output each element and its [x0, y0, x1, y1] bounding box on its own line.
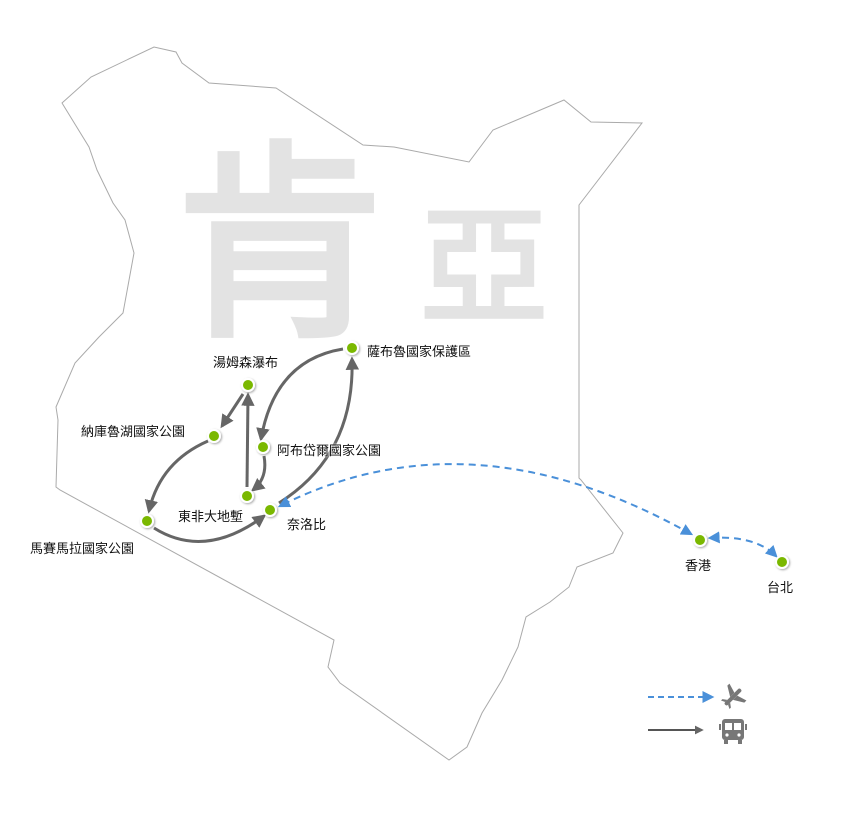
flight-hongkong-nairobi [277, 463, 694, 536]
label-lake-nakuru: 納庫魯湖國家公園 [81, 425, 186, 440]
route-masaimara-to-nairobi [153, 514, 267, 543]
dot-samburu[interactable] [345, 341, 359, 355]
legend [648, 683, 747, 744]
route-nakuru-to-masaimara [144, 439, 209, 514]
label-masai-mara: 馬賽馬拉國家公園 [30, 542, 135, 557]
dot-aberdare[interactable] [256, 440, 270, 454]
label-taipei: 台北 [767, 581, 794, 596]
route-samburu-to-aberdare [256, 347, 344, 442]
dot-masai-mara[interactable] [140, 514, 154, 528]
dot-rift-valley[interactable] [240, 489, 254, 503]
route-aberdare-to-riftvalley [250, 455, 267, 492]
dot-lake-nakuru[interactable] [207, 429, 221, 443]
watermark-char-1: 肯 [175, 123, 385, 368]
label-nairobi: 奈洛比 [287, 518, 327, 533]
route-thomson-to-nakuru [220, 393, 245, 429]
bus-icon [719, 719, 747, 744]
label-samburu: 薩布魯國家保護區 [367, 345, 472, 360]
dot-taipei[interactable] [775, 555, 789, 569]
label-rift-valley: 東非大地塹 [178, 510, 244, 525]
dot-hong-kong[interactable] [693, 533, 707, 547]
dot-thomson-falls[interactable] [241, 378, 255, 392]
route-riftvalley-to-thomson [241, 392, 255, 488]
label-hong-kong: 香港 [685, 559, 712, 574]
dot-nairobi[interactable] [263, 503, 277, 517]
flight-hongkong-taipei [707, 531, 778, 558]
route-nairobi-to-samburu [278, 356, 360, 505]
airplane-icon [720, 683, 747, 710]
label-thomson-falls: 湯姆森瀑布 [213, 356, 279, 371]
label-aberdare: 阿布岱爾國家公園 [277, 444, 382, 459]
watermark-char-2: 亞 [420, 194, 548, 343]
